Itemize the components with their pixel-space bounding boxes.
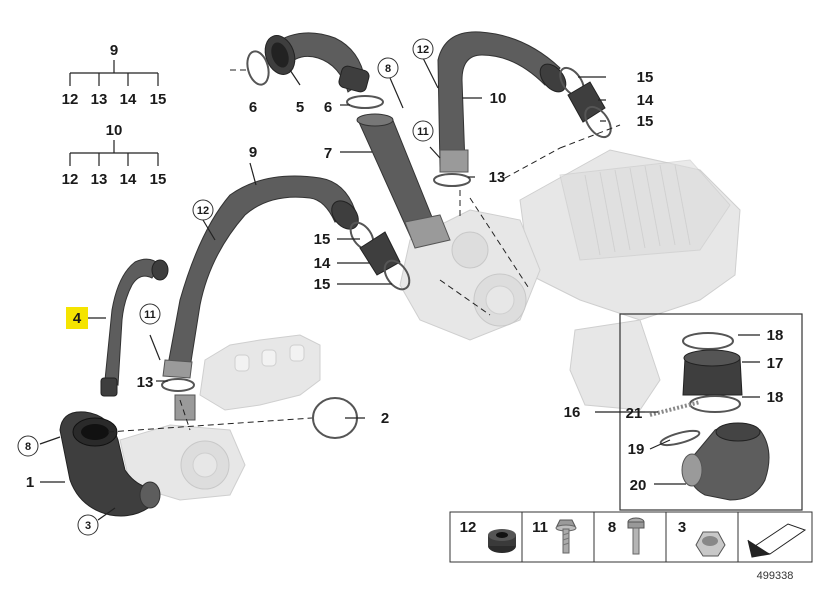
callout-label[interactable]: 13 (489, 169, 506, 186)
legend-tree-9: 9 12 13 14 15 (62, 42, 167, 108)
part-4-hose[interactable] (100, 258, 169, 397)
callout-label[interactable]: 5 (296, 99, 304, 116)
engine-background (119, 149, 741, 501)
screw-with-washer-icon[interactable] (555, 519, 577, 554)
part-9-hose[interactable] (162, 175, 364, 379)
clamp-ring-icon[interactable] (346, 95, 384, 109)
callout-label[interactable]: 12 (417, 44, 429, 56)
hex-nut-icon[interactable] (695, 531, 726, 557)
callout-label[interactable]: 11 (144, 309, 156, 321)
callout-label[interactable]: 18 (767, 389, 784, 406)
callout-label[interactable]: 8 (385, 63, 391, 75)
clamp-ring-icon[interactable] (244, 49, 272, 87)
tree-child-label: 14 (120, 171, 137, 188)
highlight-marker (66, 307, 88, 329)
parts-table-number: 12 (460, 519, 477, 536)
callout-label[interactable]: 7 (324, 145, 332, 162)
tree-child-label: 13 (91, 91, 108, 108)
parts-table-number: 3 (678, 519, 686, 536)
part-1-inlet-hose[interactable] (59, 411, 161, 517)
parts-table-number: 8 (608, 519, 616, 536)
callout-label[interactable]: 19 (628, 441, 645, 458)
hose-clamp-icon[interactable] (580, 102, 616, 141)
callout-label[interactable]: 15 (637, 113, 654, 130)
callout-label[interactable]: 14 (314, 255, 331, 272)
gasket-ring-icon[interactable] (433, 173, 471, 187)
tree-child-label: 14 (120, 91, 137, 108)
callout-label[interactable]: 9 (249, 144, 257, 161)
legend-tree-10: 10 12 13 14 15 (62, 122, 167, 188)
part-10-hose[interactable] (437, 31, 571, 173)
parts-table: 12 11 8 3 (449, 511, 813, 563)
callouts: 1 2 3 4 5 6 6 7 8 8 9 10 11 11 12 12 13 … (17, 38, 784, 536)
diagram-number: 499338 (757, 570, 794, 582)
hose-clamp-icon[interactable] (380, 256, 415, 294)
part-14-coupling[interactable] (359, 231, 401, 276)
callout-label[interactable]: 2 (381, 410, 389, 427)
callout-label[interactable]: 20 (630, 477, 647, 494)
callout-label[interactable]: 14 (637, 92, 654, 109)
direction-arrow-icon (747, 523, 807, 558)
part-17-coupling[interactable] (682, 349, 743, 396)
callout-label[interactable]: 1 (26, 474, 34, 491)
callout-label[interactable]: 3 (85, 520, 91, 532)
part-21-strip (649, 400, 701, 417)
rubber-grommet-icon[interactable] (488, 529, 516, 553)
callout-label[interactable]: 15 (314, 276, 331, 293)
tree-child-label: 12 (62, 171, 79, 188)
callout-label[interactable]: 18 (767, 327, 784, 344)
callout-label[interactable]: 21 (626, 405, 643, 422)
callout-label[interactable]: 15 (314, 231, 331, 248)
tree-child-label: 12 (62, 91, 79, 108)
callout-label[interactable]: 17 (767, 355, 784, 372)
callout-label[interactable]: 6 (249, 99, 257, 116)
callout-label[interactable]: 6 (324, 99, 332, 116)
connector-pipe (174, 394, 196, 421)
callout-label[interactable]: 16 (564, 404, 581, 421)
bolt-icon[interactable] (627, 517, 645, 555)
part-20-elbow[interactable] (681, 422, 770, 501)
part-14-coupling[interactable] (567, 81, 606, 123)
tree-child-label: 15 (150, 91, 167, 108)
tree-parent-label: 9 (110, 42, 118, 59)
callout-label[interactable]: 13 (137, 374, 154, 391)
callout-label[interactable]: 8 (25, 441, 31, 453)
callout-label[interactable]: 12 (197, 205, 209, 217)
callout-label[interactable]: 11 (417, 126, 429, 138)
callout-label-highlighted[interactable]: 4 (73, 310, 82, 327)
hose-clamp-icon[interactable] (682, 332, 734, 350)
leader-lines (39, 57, 760, 521)
callout-label[interactable]: 15 (637, 69, 654, 86)
callout-label[interactable]: 10 (490, 90, 507, 107)
part-7-pipe[interactable] (356, 113, 451, 249)
part-5-elbow-hose[interactable] (260, 31, 370, 93)
gasket-ring-icon[interactable] (161, 378, 195, 392)
parts-table-number: 11 (532, 519, 548, 536)
tree-child-label: 13 (91, 171, 108, 188)
part-19-ring-icon[interactable] (659, 428, 701, 448)
tree-parent-label: 10 (106, 122, 123, 139)
tree-child-label: 15 (150, 171, 167, 188)
